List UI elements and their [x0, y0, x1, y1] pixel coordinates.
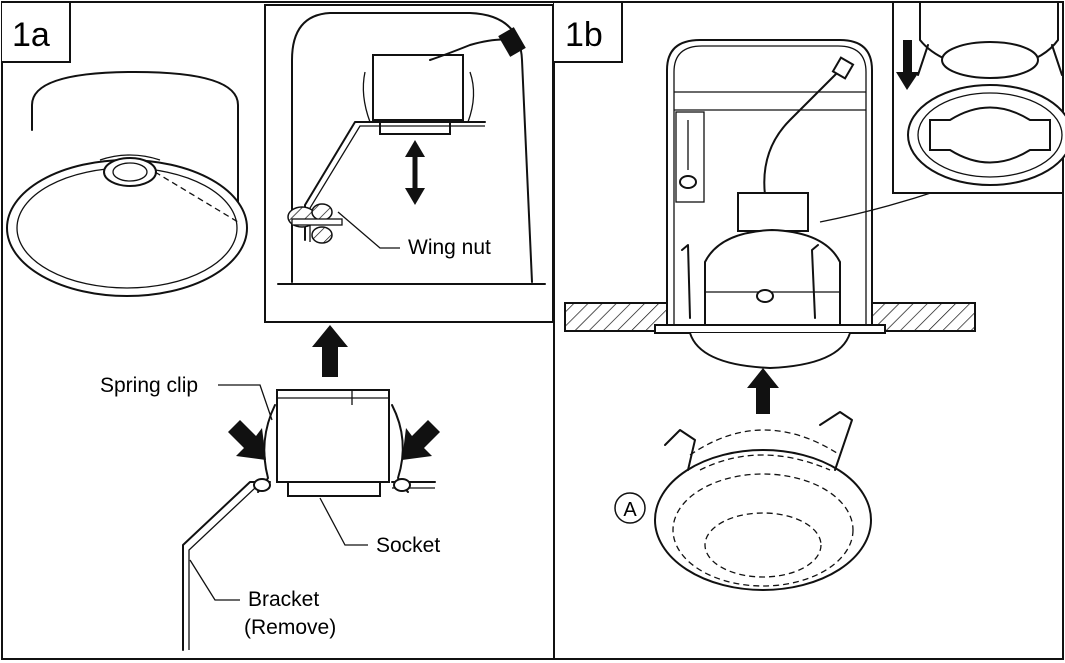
- double-arrow-icon: [405, 140, 425, 205]
- marker-a: A: [614, 492, 646, 524]
- recessed-can-drawing: [654, 39, 941, 370]
- socket-zoom-inset: [892, 1, 1065, 194]
- bracket-label: Bracket: [248, 588, 319, 611]
- socket-assembly-drawing: [182, 384, 440, 651]
- arrow-up-icon: [312, 325, 348, 377]
- downlight-housing-drawing: [6, 71, 248, 297]
- marker-a-label: A: [623, 499, 637, 521]
- panel-1b-badge: 1b: [554, 1, 623, 63]
- panel-1a-badge: 1a: [2, 1, 71, 63]
- ceiling-section: [564, 302, 976, 332]
- bracket-remove-label: (Remove): [244, 616, 336, 639]
- diagonal-arrow-icon: [228, 420, 440, 460]
- wing-nut-detail-inset: [264, 4, 554, 323]
- trim-ring-drawing: [654, 411, 872, 591]
- socket-label: Socket: [376, 534, 440, 557]
- panel-1b-number: 1b: [565, 16, 603, 54]
- wing-nut-label: Wing nut: [408, 236, 491, 259]
- arrow-up-icon: [747, 368, 779, 414]
- arrow-down-icon: [896, 40, 919, 90]
- spring-clip-label: Spring clip: [100, 374, 198, 397]
- panel-1a-number: 1a: [12, 16, 50, 54]
